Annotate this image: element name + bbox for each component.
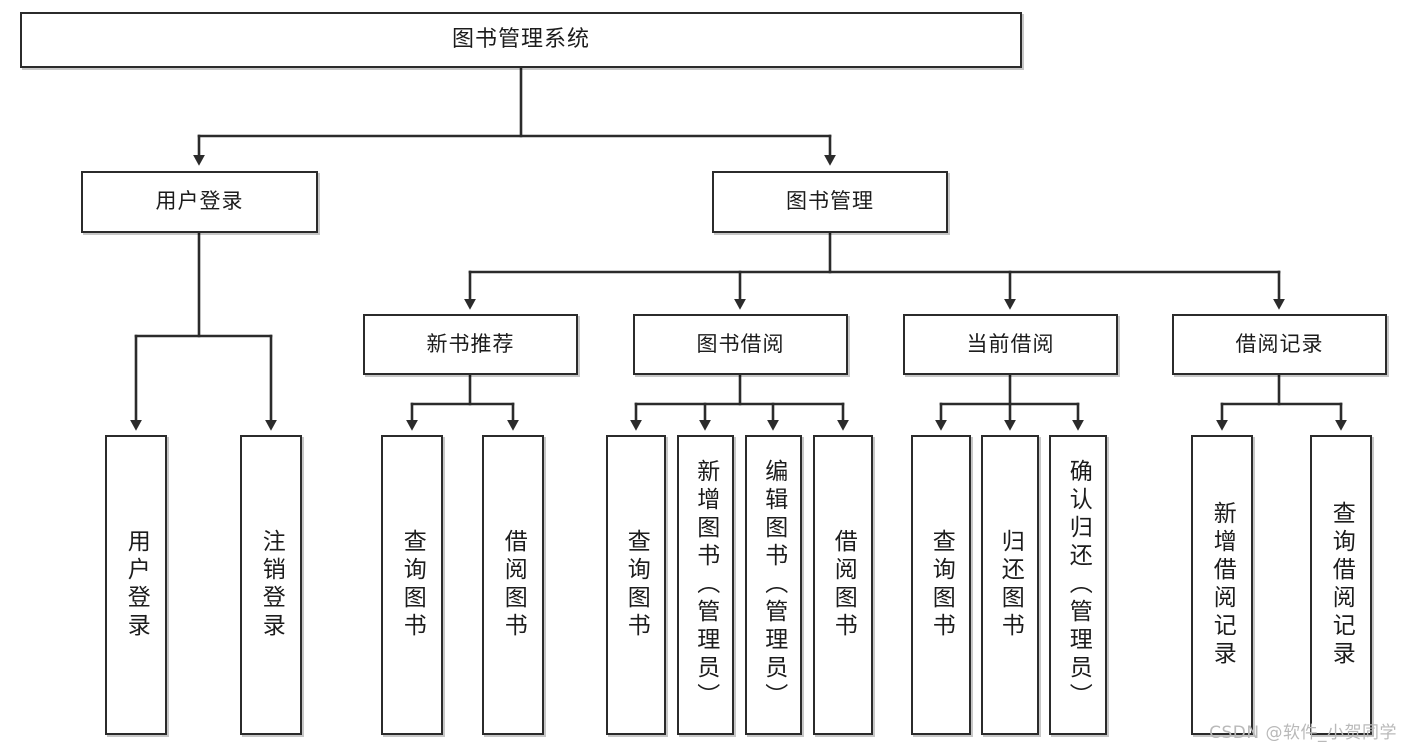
node-leaf-borrow-edit[interactable]: 编辑图书（管理员） bbox=[745, 435, 802, 735]
node-leaf-borrow-lend-label: 借阅图书 bbox=[830, 529, 857, 641]
node-leaf-logout[interactable]: 注销登录 bbox=[240, 435, 302, 735]
node-leaf-borrow-add[interactable]: 新增图书（管理员） bbox=[677, 435, 734, 735]
node-borrow-records-label: 借阅记录 bbox=[1235, 331, 1324, 356]
node-root-label: 图书管理系统 bbox=[451, 26, 590, 52]
node-leaf-newbook-borrow-label: 借阅图书 bbox=[500, 529, 527, 641]
node-leaf-user-login-label: 用户登录 bbox=[123, 529, 150, 641]
node-leaf-record-add-label: 新增借阅记录 bbox=[1209, 501, 1236, 669]
csdn-watermark: CSDN @软件_小贺同学 bbox=[1209, 723, 1397, 743]
node-current-borrow-label: 当前借阅 bbox=[966, 331, 1055, 356]
node-leaf-borrow-edit-label: 编辑图书（管理员） bbox=[760, 459, 787, 711]
node-leaf-record-add[interactable]: 新增借阅记录 bbox=[1191, 435, 1253, 735]
node-user-login-label: 用户登录 bbox=[155, 189, 244, 214]
node-leaf-current-return-label: 归还图书 bbox=[997, 529, 1024, 641]
node-leaf-borrow-query-label: 查询图书 bbox=[623, 529, 650, 641]
node-user-login[interactable]: 用户登录 bbox=[81, 171, 318, 233]
node-leaf-current-confirm-label: 确认归还（管理员） bbox=[1065, 459, 1092, 711]
node-leaf-borrow-add-label: 新增图书（管理员） bbox=[692, 459, 719, 711]
node-leaf-record-query-label: 查询借阅记录 bbox=[1328, 501, 1355, 669]
node-root[interactable]: 图书管理系统 bbox=[20, 12, 1022, 68]
node-leaf-newbook-query-label: 查询图书 bbox=[399, 529, 426, 641]
node-leaf-borrow-query[interactable]: 查询图书 bbox=[606, 435, 666, 735]
node-leaf-record-query[interactable]: 查询借阅记录 bbox=[1310, 435, 1372, 735]
node-leaf-current-confirm[interactable]: 确认归还（管理员） bbox=[1049, 435, 1107, 735]
node-leaf-current-query-label: 查询图书 bbox=[928, 529, 955, 641]
node-leaf-current-return[interactable]: 归还图书 bbox=[981, 435, 1039, 735]
node-new-book-recommend-label: 新书推荐 bbox=[426, 331, 515, 356]
node-book-management[interactable]: 图书管理 bbox=[712, 171, 948, 233]
node-borrow-records[interactable]: 借阅记录 bbox=[1172, 314, 1387, 375]
node-leaf-newbook-query[interactable]: 查询图书 bbox=[381, 435, 443, 735]
node-book-management-label: 图书管理 bbox=[786, 189, 874, 214]
node-leaf-user-login[interactable]: 用户登录 bbox=[105, 435, 167, 735]
node-leaf-current-query[interactable]: 查询图书 bbox=[911, 435, 971, 735]
node-leaf-logout-label: 注销登录 bbox=[258, 529, 285, 641]
node-book-borrow[interactable]: 图书借阅 bbox=[633, 314, 848, 375]
node-new-book-recommend[interactable]: 新书推荐 bbox=[363, 314, 578, 375]
node-leaf-newbook-borrow[interactable]: 借阅图书 bbox=[482, 435, 544, 735]
node-book-borrow-label: 图书借阅 bbox=[696, 331, 785, 356]
node-leaf-borrow-lend[interactable]: 借阅图书 bbox=[813, 435, 873, 735]
node-current-borrow[interactable]: 当前借阅 bbox=[903, 314, 1118, 375]
